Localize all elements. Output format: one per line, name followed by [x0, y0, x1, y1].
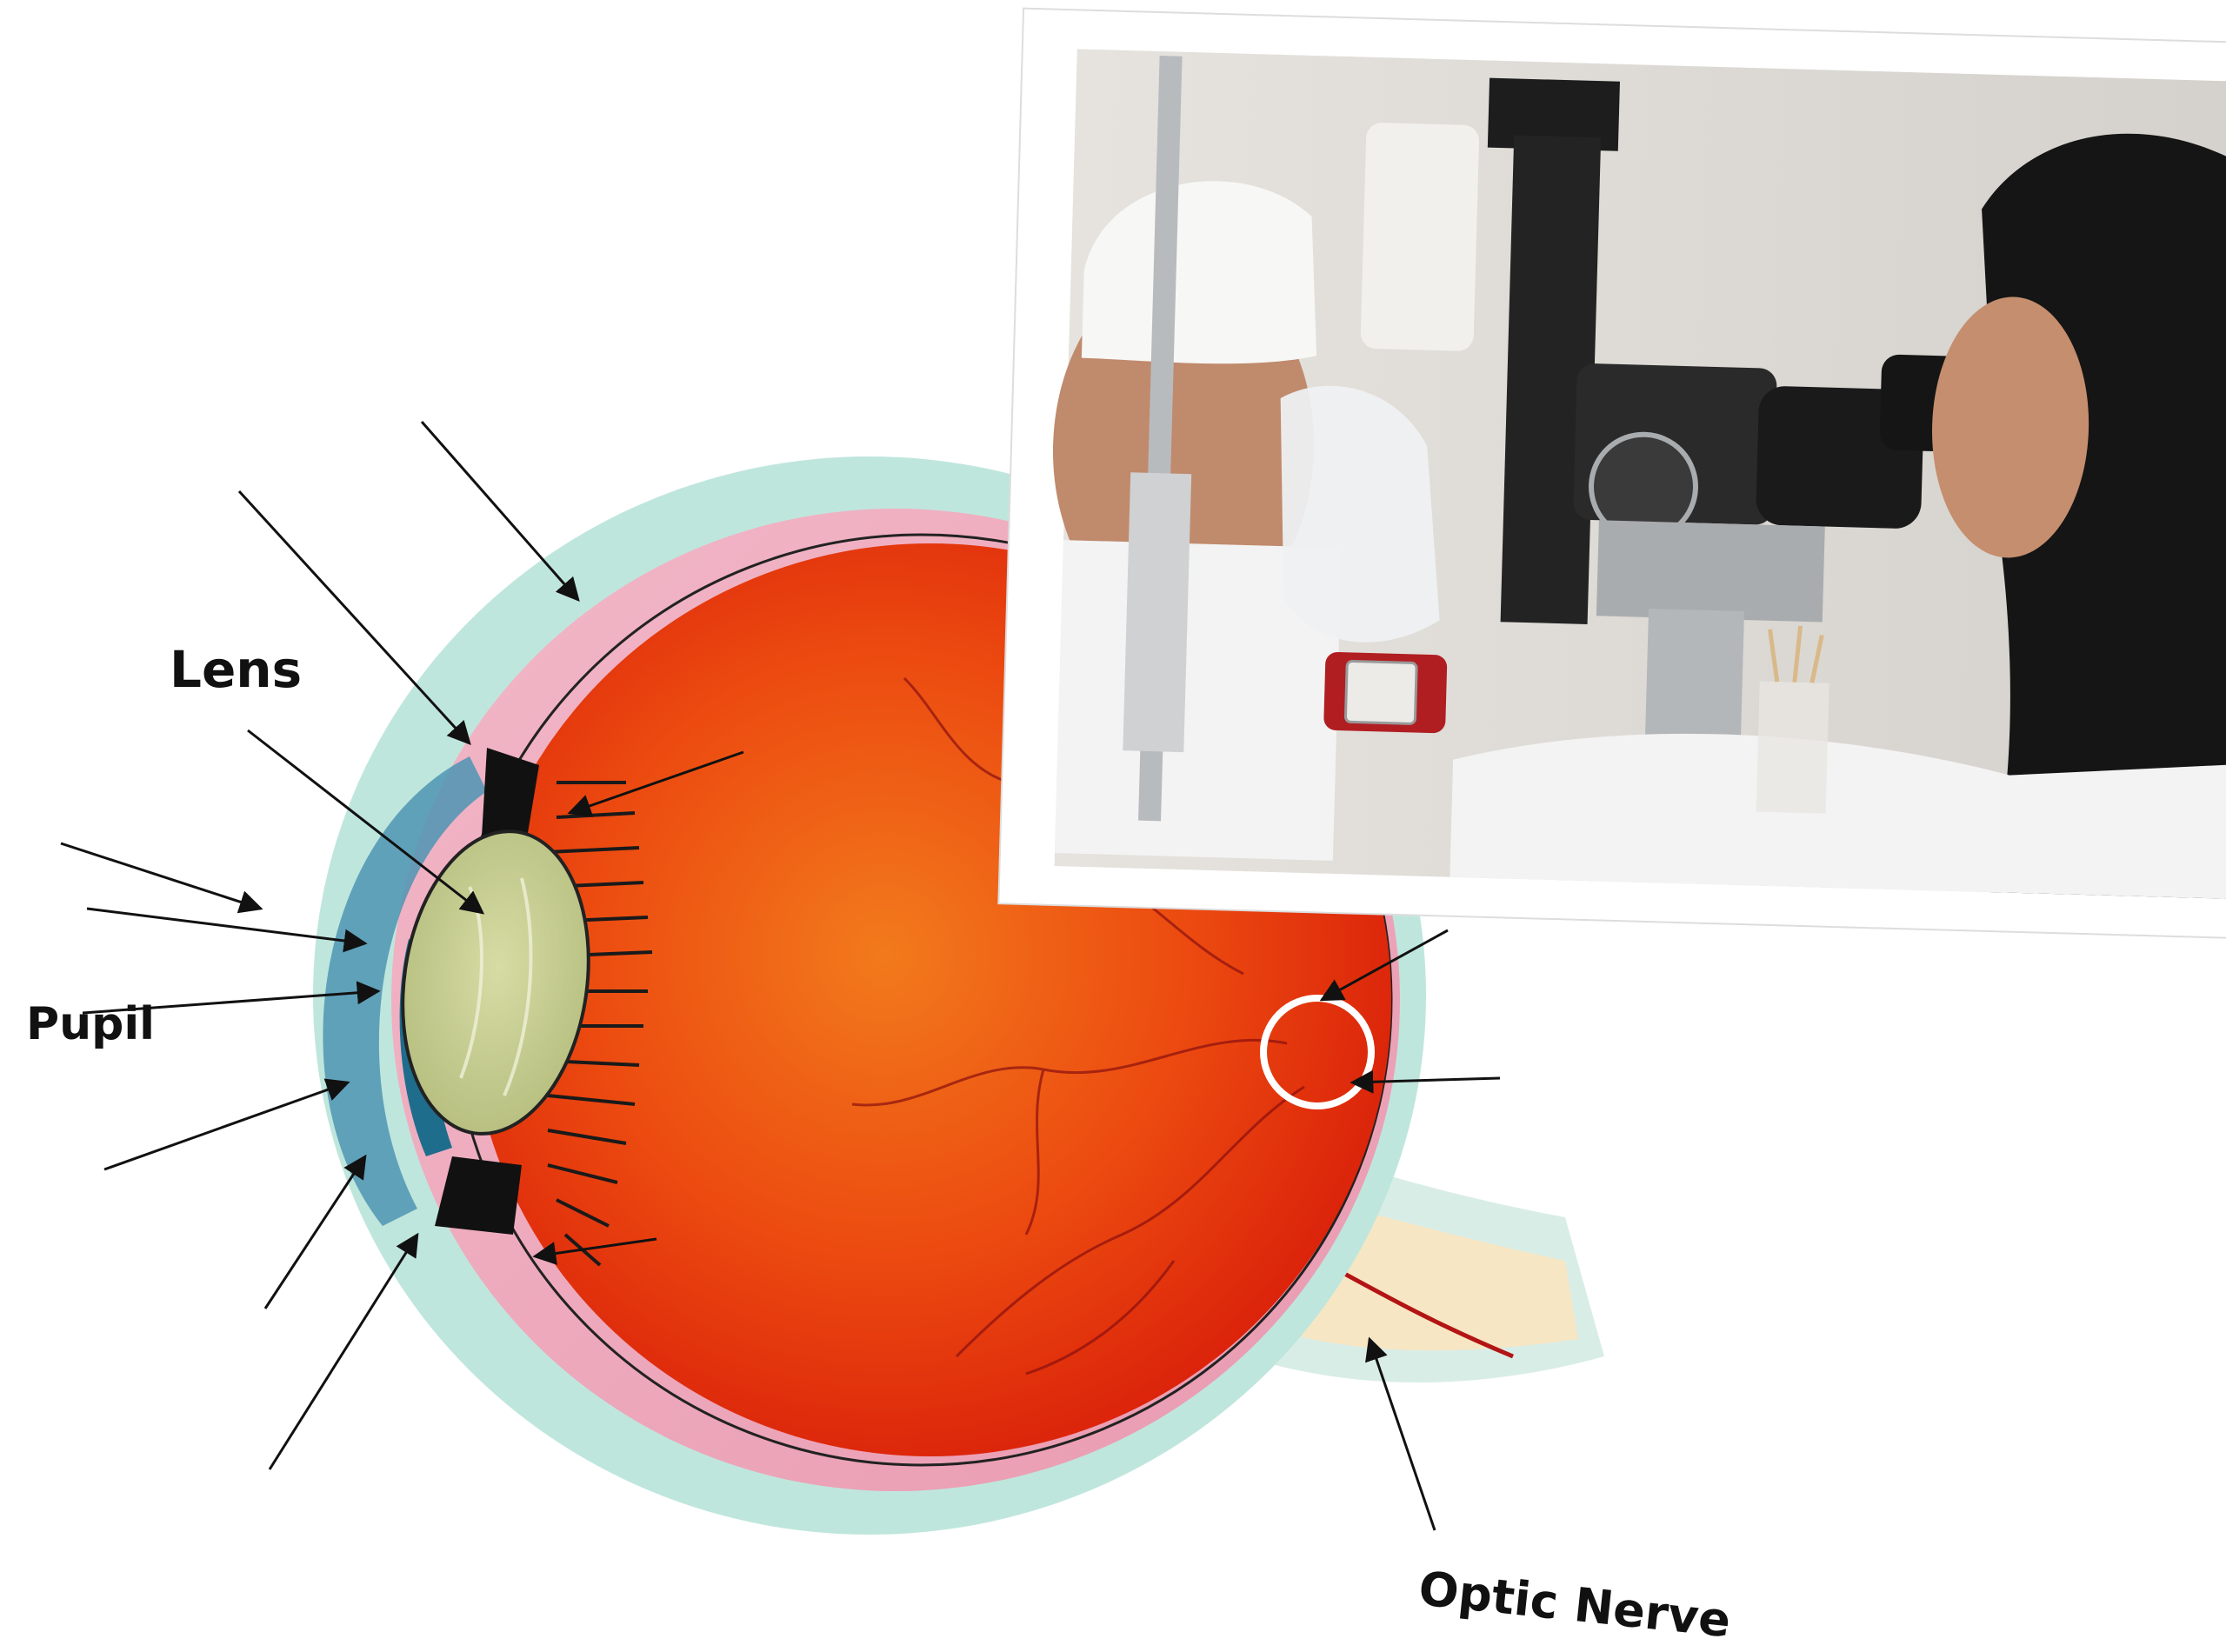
photo-card	[998, 9, 2226, 939]
exam-photo	[1042, 49, 2226, 899]
label-lens: Lens	[170, 640, 302, 699]
label-pupil: Pupil	[26, 998, 155, 1050]
label-optic-nerve: Optic Nerve	[1416, 1561, 1734, 1648]
